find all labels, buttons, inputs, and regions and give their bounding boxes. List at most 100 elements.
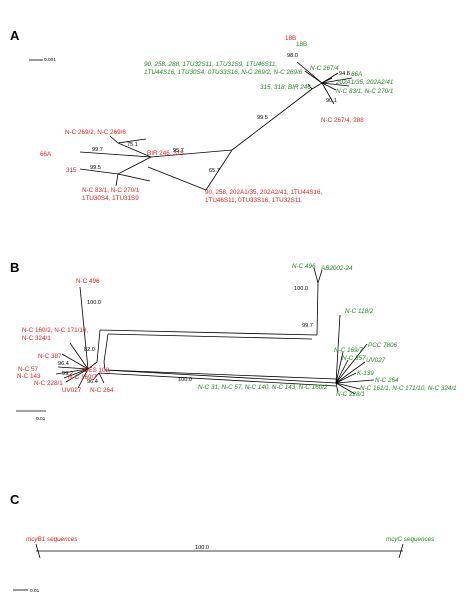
branch	[335, 343, 368, 384]
branch	[98, 372, 337, 387]
taxon-b-red-nc496: N-C 496	[76, 278, 100, 285]
taxon-a-green-66a: 66A	[351, 71, 362, 78]
bootstrap-c: 100.0	[195, 545, 209, 551]
taxon-a-red-nc269: N-C 269/2, N-C 269/6	[65, 129, 126, 136]
branch	[109, 135, 119, 144]
branch	[55, 368, 89, 375]
bootstrap-a: 65.7	[209, 168, 220, 174]
bootstrap-a: 75.1	[127, 142, 138, 148]
taxon-a-red-cluster-line2: 1TU46S11, 0TU33S16, 1TU32S11	[205, 197, 302, 204]
branch	[96, 329, 101, 363]
taxon-b-green-nc31: N-C 31, N-C 57, N-C 140, N-C 143, N-C 16…	[198, 384, 328, 391]
branch	[104, 369, 337, 380]
taxon-b-green-ab2002: AB2002-24	[320, 265, 353, 272]
branch	[79, 286, 89, 370]
taxon-b-green-k139: K-139	[357, 370, 374, 377]
branch	[335, 314, 341, 384]
branch	[335, 382, 339, 393]
branch	[103, 333, 109, 363]
scale-label-a: 0.001	[44, 57, 56, 63]
branch	[79, 168, 119, 175]
bootstrap-b: 99.7	[302, 323, 313, 329]
taxon-b-green-nc496: N-C 496	[292, 263, 316, 270]
branch	[335, 382, 361, 390]
taxon-a-green-cluster-line2: 1TU44S16, 1TU30S4, 0TU33S16, N-C 269/2, …	[144, 69, 303, 76]
taxon-a-red-315: 315	[66, 167, 77, 174]
branch	[335, 361, 366, 384]
branch	[335, 351, 344, 384]
branch	[321, 82, 337, 91]
taxon-a-red-nc83-line2: 1TU30S4, 1TU31S9	[82, 195, 139, 202]
taxon-b-red-uv027: UV027	[62, 387, 82, 394]
panel-c: C mcyB1 sequences mcyC sequences 100.0 0…	[10, 492, 435, 594]
branch	[205, 149, 233, 191]
taxon-b-red-nies: NIES 102,	[82, 367, 111, 374]
taxon-c-mcyb1: mcyB1 sequences	[26, 536, 78, 543]
branch	[335, 382, 356, 395]
taxon-b-green-nc1182: N-C 118/2	[345, 308, 374, 315]
taxon-b-red-nc1602-line2: N-C 324/1	[22, 335, 51, 342]
branch	[296, 61, 323, 84]
panel-b: B 0.01	[10, 260, 457, 422]
taxon-b-red-nc2281: N-C 228/1	[34, 380, 63, 387]
branch	[65, 368, 89, 383]
taxon-b-red-nc1602-line1: N-C 160/2, N-C 171/10,	[22, 327, 88, 334]
panel-label-b: B	[10, 260, 19, 275]
branch	[150, 149, 233, 158]
taxon-b-green-nc1697: N-C 169/7	[334, 347, 363, 354]
bootstrap-a: 99.5	[257, 115, 268, 121]
branch	[335, 379, 375, 384]
taxon-b-green-pcc: PCC 7806	[368, 342, 398, 349]
tree-a-branches	[79, 61, 353, 191]
bootstrap-b: 82.0	[84, 347, 95, 353]
taxon-a-green-202a: 202A1/35, 202A2/41	[335, 79, 393, 86]
branch	[321, 77, 333, 84]
branch	[117, 173, 151, 182]
branch	[317, 269, 323, 284]
taxon-b-green-uv027: UV027	[366, 357, 386, 364]
bootstrap-a: 95.7	[173, 148, 184, 154]
scale-label-b: 0.01	[36, 416, 46, 422]
tree-b-branches	[55, 267, 375, 395]
taxon-a-green-cluster-line1: 90, 258, 288, 1TU32S11, 1TU31S9, 1TU46S1…	[144, 61, 277, 68]
taxon-a-green-315: 315, 318, BIR 246	[260, 84, 311, 91]
branch-c-left-tick	[35, 543, 41, 559]
branch	[307, 83, 313, 90]
branch	[311, 82, 323, 90]
taxon-b-red-nc57: N-C 57	[18, 366, 38, 373]
bootstrap-a: 94.8	[339, 71, 350, 77]
branch	[117, 142, 152, 158]
branch	[107, 333, 313, 340]
branch	[104, 369, 337, 384]
branch	[92, 372, 100, 381]
branch	[117, 138, 147, 144]
branch	[61, 353, 89, 370]
branch	[87, 361, 98, 370]
taxon-a-red-18b: 18B	[285, 35, 296, 42]
branch	[335, 372, 357, 384]
scale-label-c: 0.01	[30, 588, 40, 594]
taxon-a-green-18b: 18B	[296, 41, 307, 48]
branch	[98, 372, 105, 384]
branch	[147, 166, 207, 191]
taxon-b-red-nc387: N-C 387	[38, 353, 62, 360]
branch	[77, 368, 89, 389]
bootstrap-b: 100.0	[294, 286, 308, 292]
bootstrap-a: 98.0	[287, 53, 298, 59]
branch	[335, 359, 349, 384]
bootstrap-a: 99.7	[92, 147, 103, 153]
taxon-a-red-cluster-line1: 90, 258, 202A1/35, 202A2/41, 1TU44S16,	[205, 189, 323, 196]
branch	[69, 342, 89, 370]
taxon-a-red-66a: 66A	[40, 151, 52, 158]
branch	[57, 366, 89, 370]
taxon-a-green-nc83: N-C 83/1, N-C 270/1	[336, 88, 393, 95]
bootstrap-a: 99.5	[90, 165, 101, 171]
branch	[99, 329, 318, 336]
branch	[321, 82, 335, 105]
taxon-a-red-bir246: BIR 246, 318	[147, 150, 184, 157]
branch	[321, 77, 353, 84]
branch	[231, 88, 313, 151]
taxon-b-green-nc2281: N-C 228/1	[336, 391, 365, 398]
branch	[304, 70, 323, 84]
